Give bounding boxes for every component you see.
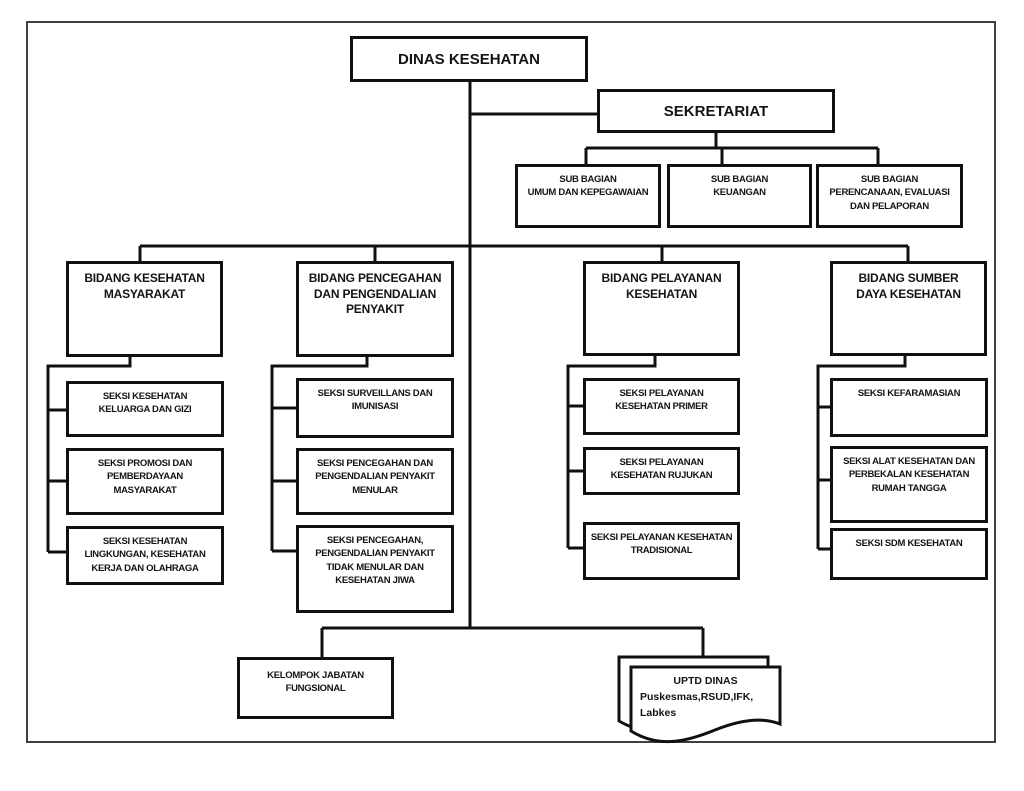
box-bidang-sumber-daya-kesehatan: BIDANG SUMBER DAYA KESEHATAN: [830, 261, 987, 356]
sub-bagian-label: SUB BAGIAN PERENCANAAN, EVALUASI DAN PEL…: [829, 174, 950, 212]
frame-border: [26, 21, 996, 743]
seksi-label: SEKSI KEFARAMASIAN: [857, 388, 961, 399]
box-kelompok-jabatan-fungsional: KELOMPOK JABATAN FUNGSIONAL: [237, 657, 394, 719]
bidang-label: BIDANG PELAYANAN KESEHATAN: [601, 271, 722, 301]
box-bidang-pelayanan-kesehatan: BIDANG PELAYANAN KESEHATAN: [583, 261, 740, 356]
seksi-label: SEKSI KESEHATAN KELUARGA DAN GIZI: [98, 391, 192, 416]
dinas-kesehatan-label: DINAS KESEHATAN: [398, 50, 540, 68]
box-seksi-surveillans-imunisasi: SEKSI SURVEILLANS DAN IMUNISASI: [296, 378, 454, 438]
sekretariat-label: SEKRETARIAT: [663, 102, 769, 120]
seksi-label: SEKSI PELAYANAN KESEHATAN RUJUKAN: [610, 457, 713, 482]
box-seksi-pelayanan-primer: SEKSI PELAYANAN KESEHATAN PRIMER: [583, 378, 740, 435]
box-dinas-kesehatan: DINAS KESEHATAN: [350, 36, 588, 82]
bidang-label: BIDANG PENCEGAHAN DAN PENGENDALIAN PENYA…: [308, 271, 442, 317]
box-seksi-alat-kesehatan: SEKSI ALAT KESEHATAN DAN PERBEKALAN KESE…: [830, 446, 988, 523]
box-seksi-sdm-kesehatan: SEKSI SDM KESEHATAN: [830, 528, 988, 580]
kelompok-label: KELOMPOK JABATAN FUNGSIONAL: [267, 670, 364, 695]
box-bidang-kesehatan-masyarakat: BIDANG KESEHATAN MASYARAKAT: [66, 261, 223, 357]
box-sub-bagian-keuangan: SUB BAGIAN KEUANGAN: [667, 164, 812, 228]
box-seksi-pelayanan-tradisional: SEKSI PELAYANAN KESEHATAN TRADISIONAL: [583, 522, 740, 580]
box-sekretariat: SEKRETARIAT: [597, 89, 835, 133]
box-seksi-promosi-pemberdayaan: SEKSI PROMOSI DAN PEMBERDAYAAN MASYARAKA…: [66, 448, 224, 515]
box-seksi-kesehatan-keluarga-gizi: SEKSI KESEHATAN KELUARGA DAN GIZI: [66, 381, 224, 437]
seksi-label: SEKSI SDM KESEHATAN: [855, 538, 963, 549]
box-seksi-pencegahan-penyakit-menular: SEKSI PENCEGAHAN DAN PENGENDALIAN PENYAK…: [296, 448, 454, 515]
seksi-label: SEKSI PELAYANAN KESEHATAN TRADISIONAL: [590, 532, 733, 557]
box-bidang-pencegahan-pengendalian-penyakit: BIDANG PENCEGAHAN DAN PENGENDALIAN PENYA…: [296, 261, 454, 357]
uptd-body: Puskesmas,RSUD,IFK, Labkes: [640, 690, 754, 719]
box-seksi-kesehatan-lingkungan: SEKSI KESEHATAN LINGKUNGAN, KESEHATAN KE…: [66, 526, 224, 585]
seksi-label: SEKSI PENCEGAHAN, PENGENDALIAN PENYAKIT …: [315, 535, 435, 586]
uptd-dinas-text: UPTD DINAS Puskesmas,RSUD,IFK, Labkes: [631, 667, 780, 740]
bidang-label: BIDANG SUMBER DAYA KESEHATAN: [856, 271, 961, 301]
bidang-label: BIDANG KESEHATAN MASYARAKAT: [84, 271, 205, 301]
seksi-label: SEKSI PENCEGAHAN DAN PENGENDALIAN PENYAK…: [315, 458, 435, 496]
uptd-title: UPTD DINAS: [673, 675, 738, 687]
box-sub-bagian-perencanaan: SUB BAGIAN PERENCANAAN, EVALUASI DAN PEL…: [816, 164, 963, 228]
uptd-document-shape-front: [629, 665, 782, 744]
sub-bagian-label: SUB BAGIAN UMUM DAN KEPEGAWAIAN: [527, 174, 649, 199]
seksi-label: SEKSI PELAYANAN KESEHATAN PRIMER: [615, 388, 708, 413]
box-seksi-pelayanan-rujukan: SEKSI PELAYANAN KESEHATAN RUJUKAN: [583, 447, 740, 495]
seksi-label: SEKSI ALAT KESEHATAN DAN PERBEKALAN KESE…: [843, 456, 975, 494]
sub-bagian-label: SUB BAGIAN KEUANGAN: [710, 174, 769, 199]
connector-lines: [46, 82, 910, 660]
seksi-label: SEKSI SURVEILLANS DAN IMUNISASI: [317, 388, 433, 413]
seksi-label: SEKSI PROMOSI DAN PEMBERDAYAAN MASYARAKA…: [97, 458, 193, 496]
box-seksi-penyakit-tidak-menular-jiwa: SEKSI PENCEGAHAN, PENGENDALIAN PENYAKIT …: [296, 525, 454, 613]
box-seksi-kefaramasian: SEKSI KEFARAMASIAN: [830, 378, 988, 437]
box-sub-bagian-umum-kepegawaian: SUB BAGIAN UMUM DAN KEPEGAWAIAN: [515, 164, 661, 228]
seksi-label: SEKSI KESEHATAN LINGKUNGAN, KESEHATAN KE…: [84, 536, 206, 574]
